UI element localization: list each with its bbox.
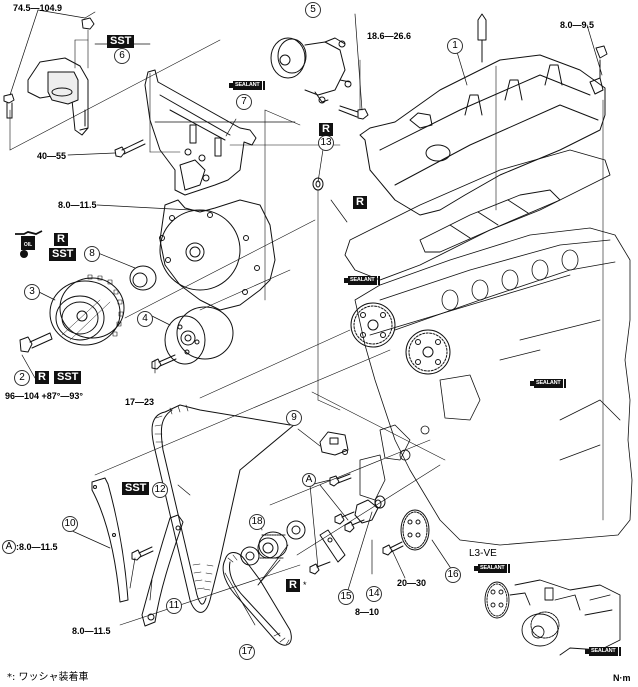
callout-part-10: 10 bbox=[62, 516, 78, 532]
o-ring bbox=[312, 177, 324, 191]
torque-oil-pump-bolt: 20—30 bbox=[397, 578, 427, 588]
tensioner-bolt bbox=[338, 105, 369, 120]
idler-pulley bbox=[164, 306, 234, 365]
engine-variant-label: L3-VE bbox=[469, 548, 497, 559]
callout-part-6: 6 bbox=[114, 48, 130, 64]
chain-tensioner bbox=[319, 431, 349, 456]
sst-badge-mount: SST bbox=[107, 35, 135, 48]
torque-idler-bolt: 17—23 bbox=[125, 397, 155, 407]
torque-mount-nut: 74.5—104.9 bbox=[13, 3, 63, 13]
callout-part-18: 18 bbox=[249, 514, 265, 530]
callout-part-16: 16 bbox=[445, 567, 461, 583]
bolt-a-upper bbox=[329, 473, 352, 487]
replace-badge-oil-seal: R bbox=[54, 233, 68, 246]
torque-guide-a: :8.0—11.5 bbox=[16, 542, 58, 552]
crankshaft-sprocket bbox=[257, 531, 288, 559]
oil-pump-sprocket bbox=[400, 509, 430, 551]
oil-pump-bolt bbox=[382, 541, 404, 556]
sst-badge-oil-seal: SST bbox=[49, 248, 77, 261]
sealant-icon-inset-bottom: SEALANT bbox=[585, 647, 621, 656]
reference-mark-a: A bbox=[302, 473, 316, 487]
callout-part-11: 11 bbox=[166, 598, 182, 614]
torque-pulley-bolt: 96—104 +87°—93° bbox=[5, 391, 84, 401]
callout-part-7: 7 bbox=[236, 94, 252, 110]
oil-pump-chain-tensioner bbox=[354, 495, 386, 524]
torque-front-cover-bolt: 8.0—11.5 bbox=[58, 200, 97, 210]
bolt-mount bbox=[114, 139, 146, 158]
torque-tensioner-bolt: 18.6—26.6 bbox=[367, 31, 412, 41]
torque-guide-bolt: 8.0—11.5 bbox=[72, 626, 111, 636]
callout-part-1: 1 bbox=[447, 38, 463, 54]
crankshaft-pulley-bolt bbox=[19, 332, 53, 353]
engine-front-cover bbox=[159, 159, 276, 311]
callout-part-4: 4 bbox=[137, 311, 153, 327]
drive-belt-tensioner bbox=[270, 37, 352, 104]
engine-mount bbox=[3, 17, 95, 136]
chain-guide bbox=[141, 514, 184, 627]
leader-lines bbox=[9, 9, 603, 626]
callout-part-14: 14 bbox=[366, 586, 382, 602]
sealant-icon-cam: SEALANT bbox=[344, 276, 380, 285]
torque-cover-bolt: 8.0—9.5 bbox=[560, 20, 595, 30]
crankshaft-pulley bbox=[49, 274, 125, 346]
washer-asterisk: * bbox=[303, 580, 307, 590]
torque-mount-bolt: 40—55 bbox=[37, 151, 67, 161]
sealant-tube-cap bbox=[229, 83, 233, 88]
callout-part-8: 8 bbox=[84, 246, 100, 262]
oil-pump-chain-guide bbox=[319, 529, 346, 563]
engine-mount-bracket bbox=[144, 69, 257, 196]
bolts-a-lower bbox=[309, 511, 365, 575]
sealant-icon-inset-top: SEALANT bbox=[474, 564, 510, 573]
camshaft-sprocket-right bbox=[405, 329, 451, 375]
sealant-icon-block: SEALANT bbox=[530, 379, 566, 388]
tensioner-arm bbox=[91, 477, 129, 603]
sealant-icon-bracket: SEALANT bbox=[229, 81, 265, 90]
callout-part-5: 5 bbox=[305, 2, 321, 18]
callout-part-17: 17 bbox=[239, 644, 255, 660]
replace-badge-o-ring: R bbox=[319, 123, 333, 136]
callout-part-15: 15 bbox=[338, 589, 354, 605]
callout-part-13: 13 bbox=[318, 135, 334, 151]
engine-block bbox=[354, 227, 633, 546]
guide-bolt bbox=[131, 546, 154, 561]
head-cover-gasket bbox=[344, 149, 611, 281]
torque-unit-label: N·m bbox=[613, 673, 631, 683]
replace-badge-pulley-bolt: R bbox=[35, 371, 49, 384]
washer-lower bbox=[240, 546, 260, 566]
camshaft-sprocket-left bbox=[350, 302, 396, 348]
oil-can-icon: OIL bbox=[15, 230, 43, 258]
timing-chain bbox=[151, 404, 301, 613]
sst-badge-pulley-bolt: SST bbox=[54, 371, 82, 384]
oil-icon-text: OIL bbox=[24, 242, 32, 248]
replace-badge-gasket: R bbox=[353, 196, 367, 209]
callout-part-12: 12 bbox=[152, 482, 168, 498]
footnote-washer: *: ワッシャ装着車 bbox=[7, 672, 89, 683]
sst-badge-timing-chain: SST bbox=[122, 482, 150, 495]
callout-part-2: 2 bbox=[14, 370, 30, 386]
alignment-lines bbox=[9, 29, 604, 626]
cylinder-head-cover bbox=[359, 13, 608, 216]
torque-chain-guide-bolt: 8—10 bbox=[355, 607, 380, 617]
oil-pump-chain bbox=[222, 552, 292, 646]
washer-upper bbox=[286, 520, 306, 540]
l3ve-inset-drawing bbox=[484, 579, 621, 656]
callout-part-9: 9 bbox=[286, 410, 302, 426]
callout-part-3: 3 bbox=[24, 284, 40, 300]
idler-bolt bbox=[151, 354, 177, 370]
sealant-tube-end bbox=[262, 81, 265, 90]
reference-mark-a-legend: A bbox=[2, 540, 16, 554]
replace-badge-washer: R bbox=[286, 579, 300, 592]
front-oil-seal bbox=[129, 265, 157, 291]
